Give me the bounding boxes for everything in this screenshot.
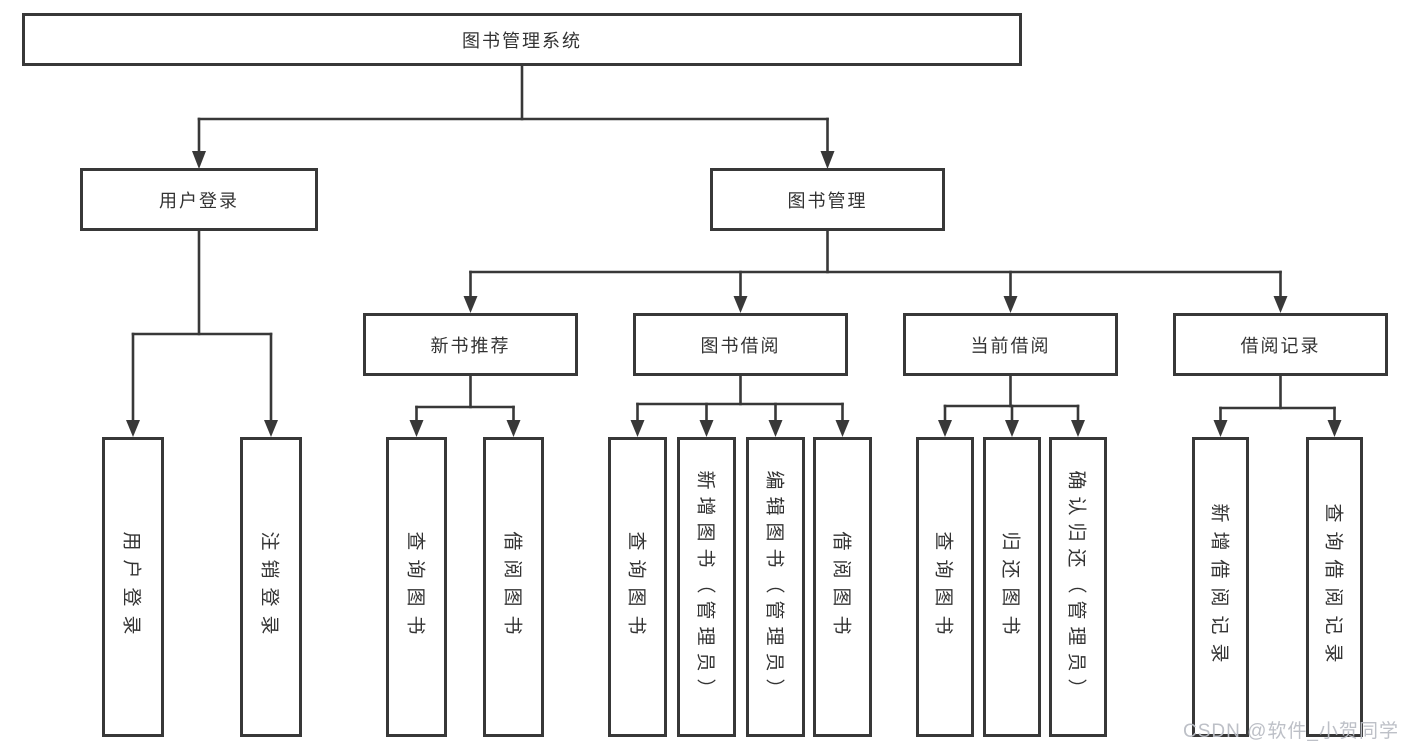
- node-label: 编辑图书（管理员）: [763, 469, 785, 705]
- node-label: 借阅图书: [501, 530, 523, 644]
- node-label: 用户登录: [120, 530, 142, 644]
- node-leaf-logout: 注销登录: [240, 437, 302, 737]
- node-label: 新增借阅记录: [1208, 502, 1230, 672]
- arrowheads: [126, 151, 1342, 437]
- node-new-book-recommend: 新书推荐: [363, 313, 578, 376]
- node-leaf-borrow-book-2: 借阅图书: [813, 437, 872, 737]
- node-label: 查询图书: [625, 530, 647, 644]
- node-label: 当前借阅: [970, 335, 1051, 356]
- node-leaf-query-book-1: 查询图书: [386, 437, 447, 737]
- node-book-borrow: 图书借阅: [633, 313, 848, 376]
- node-label: 用户登录: [159, 190, 239, 211]
- node-current-borrow: 当前借阅: [903, 313, 1118, 376]
- node-label: 新书推荐: [430, 335, 511, 356]
- node-leaf-query-book-2: 查询图书: [608, 437, 667, 737]
- node-leaf-add-book-admin: 新增图书（管理员）: [677, 437, 736, 737]
- node-label: 归还图书: [999, 530, 1021, 644]
- node-book-management: 图书管理: [710, 168, 945, 231]
- node-label: 确认归还（管理员）: [1065, 469, 1087, 705]
- node-label: 查询图书: [932, 530, 954, 644]
- node-label: 注销登录: [258, 530, 280, 644]
- node-label: 借阅记录: [1240, 335, 1321, 356]
- node-borrow-record: 借阅记录: [1173, 313, 1388, 376]
- csdn-watermark: CSDN @软件_小贺同学: [1183, 721, 1399, 742]
- node-library-management-system: 图书管理系统: [22, 13, 1022, 66]
- node-leaf-query-book-3: 查询图书: [916, 437, 974, 737]
- node-label: 新增图书（管理员）: [694, 469, 716, 705]
- node-leaf-query-borrow-record: 查询借阅记录: [1306, 437, 1363, 737]
- node-label: 查询图书: [404, 530, 426, 644]
- node-leaf-user-login: 用户登录: [102, 437, 164, 737]
- node-leaf-return-book: 归还图书: [983, 437, 1041, 737]
- node-label: 查询借阅记录: [1322, 502, 1344, 672]
- node-label: 图书管理系统: [462, 30, 582, 51]
- node-label: 图书管理: [787, 190, 868, 211]
- node-label: 图书借阅: [700, 335, 781, 356]
- node-leaf-confirm-return-admin: 确认归还（管理员）: [1049, 437, 1107, 737]
- node-user-login: 用户登录: [80, 168, 318, 231]
- node-leaf-add-borrow-record: 新增借阅记录: [1192, 437, 1249, 737]
- node-label: 借阅图书: [830, 530, 852, 644]
- node-leaf-borrow-book-1: 借阅图书: [483, 437, 544, 737]
- node-leaf-edit-book-admin: 编辑图书（管理员）: [746, 437, 805, 737]
